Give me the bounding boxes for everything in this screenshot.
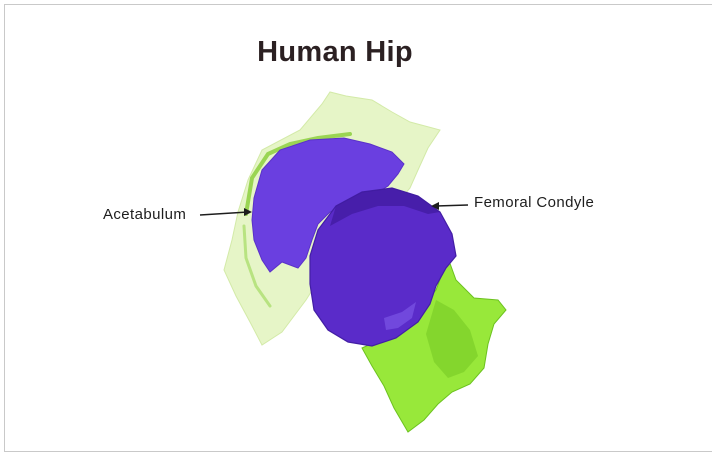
acetabulum-label: Acetabulum xyxy=(103,206,186,223)
femoral-condyle-leader-line xyxy=(436,205,468,206)
femoral-condyle-label: Femoral Condyle xyxy=(474,194,594,211)
